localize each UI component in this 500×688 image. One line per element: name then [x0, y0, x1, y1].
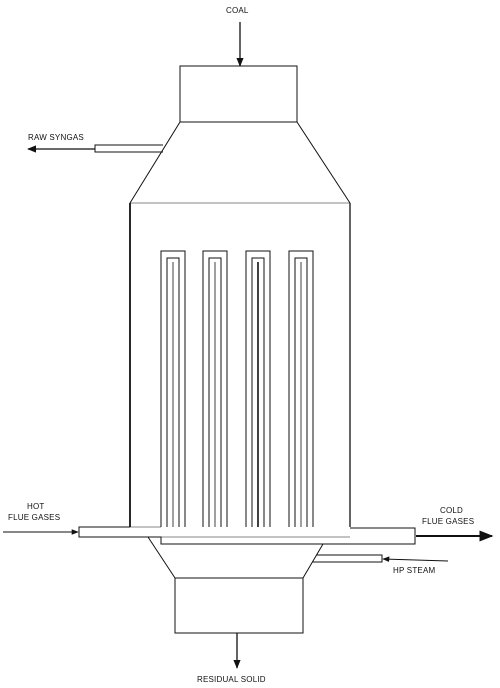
hp-steam-label: HP STEAM [393, 566, 436, 575]
coal-label: COAL [226, 6, 249, 15]
heat-exchanger-tube-2 [202, 250, 228, 527]
hp-steam-pipe [312, 554, 383, 563]
heat-exchanger-tube-3 [245, 250, 271, 527]
cold-flue-gases-label-line2: FLUE GASES [422, 517, 475, 526]
hot-flue-gases-label-line1: HOT [27, 502, 45, 511]
raw-syngas-pipe [94, 144, 163, 153]
raw-syngas-label: RAW SYNGAS [28, 133, 84, 142]
lower-cone [147, 536, 324, 579]
flue-gas-pipe [78, 526, 416, 545]
hot-flue-gases-label-line2: FLUE GASES [8, 513, 61, 522]
top-hopper [179, 65, 298, 123]
heat-exchanger-tube-1 [160, 250, 186, 527]
bottom-ash-collector [174, 577, 304, 634]
residual-solid-label: RESIDUAL SOLID [197, 675, 266, 684]
hp-steam-arrow [382, 556, 449, 562]
cold-flue-gases-label-line1: COLD [440, 506, 464, 515]
upper-cone [129, 121, 351, 204]
heat-exchanger-tube-4 [288, 250, 314, 527]
